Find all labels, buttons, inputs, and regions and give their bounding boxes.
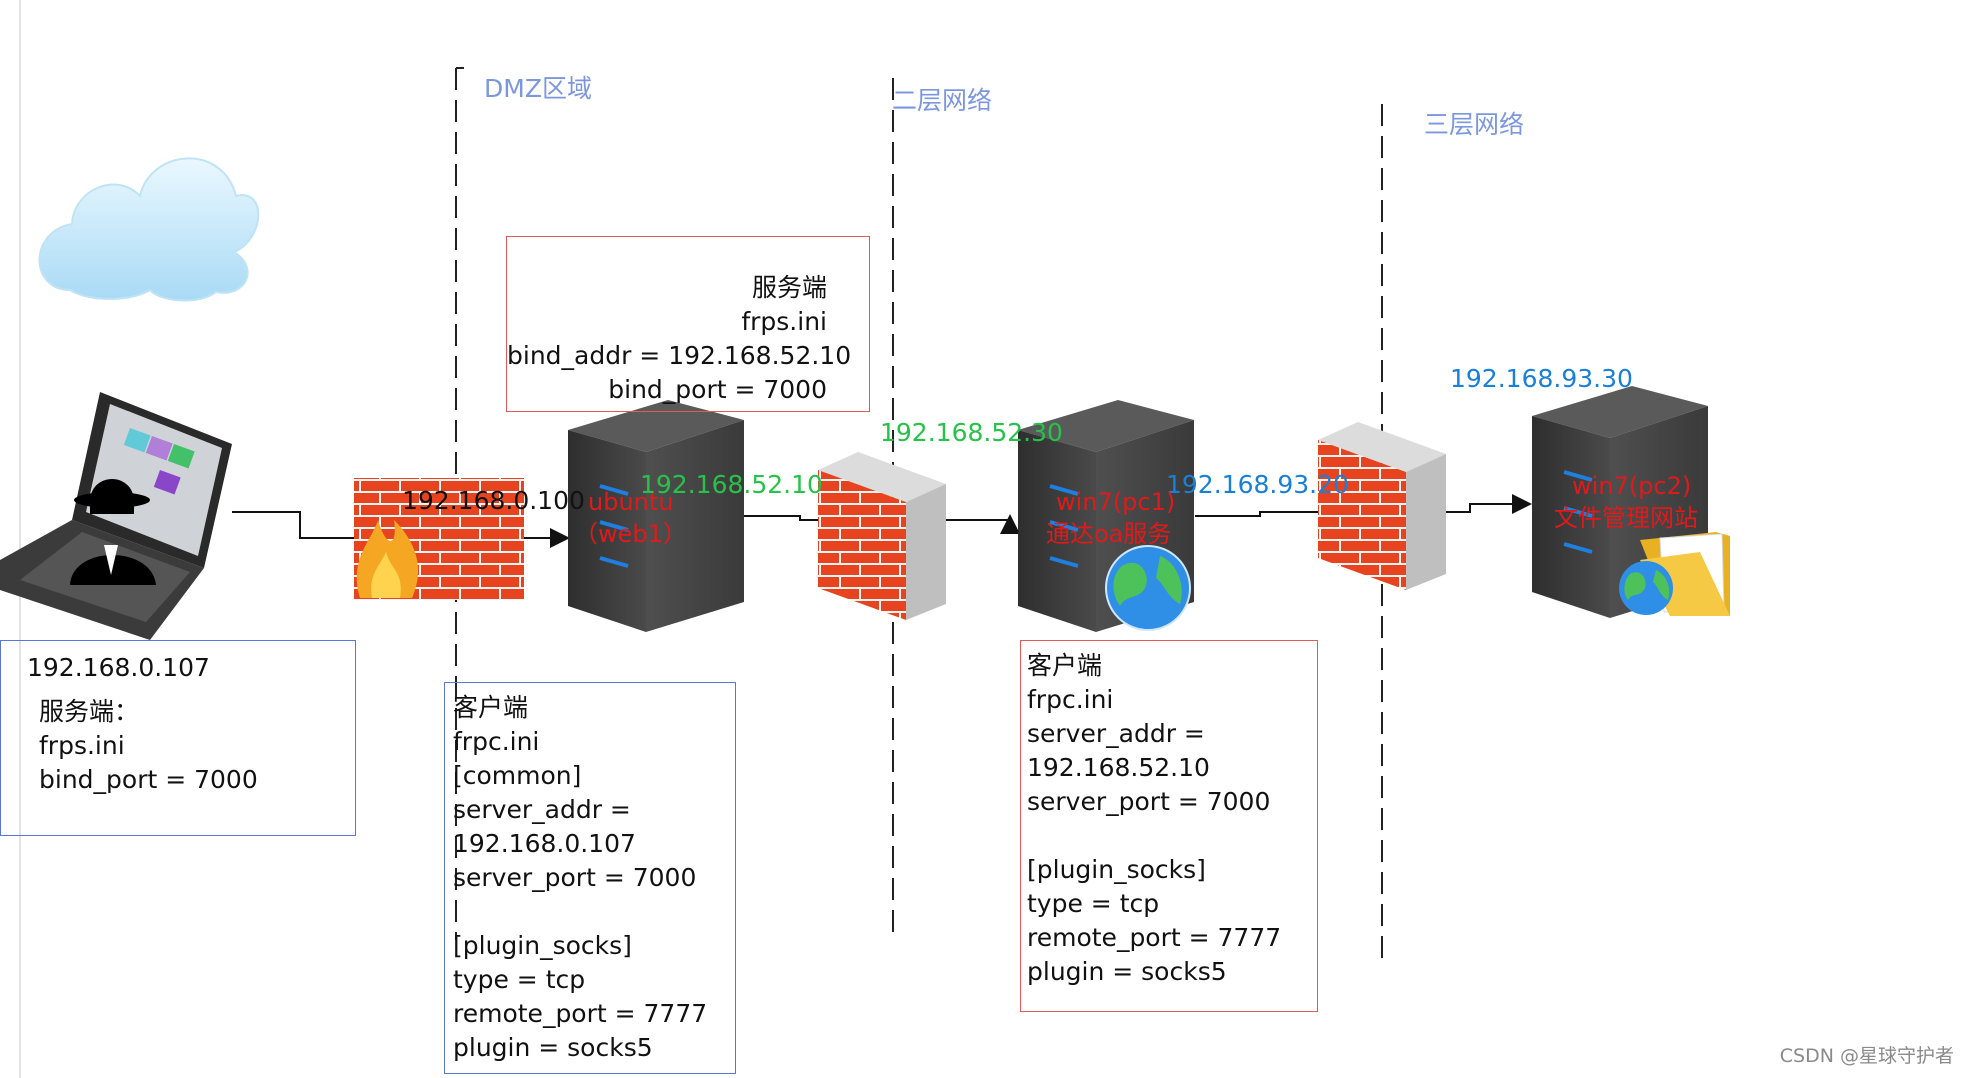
- web1-client-config-box: 客户端 frpc.ini [common] server_addr = 192.…: [444, 682, 736, 1074]
- firewall-1-icon: [354, 478, 524, 600]
- pc1-client-config-box: 客户端 frpc.ini server_addr = 192.168.52.10…: [1020, 640, 1318, 1012]
- web1-ip-left: 192.168.0.100: [402, 486, 585, 515]
- pc1-client-line: server_addr =: [1027, 719, 1205, 748]
- pc1-client-line: server_port = 7000: [1027, 787, 1271, 816]
- pc1-name: win7(pc1): [1056, 488, 1176, 516]
- web1-server-line: 服务端: [751, 273, 827, 302]
- hacker-laptop-icon: [0, 392, 232, 640]
- web1-host-label: ubuntu （web1）: [574, 486, 687, 551]
- attacker-line: 服务端：: [39, 697, 140, 726]
- firewall-2-icon: [818, 452, 946, 620]
- web1-client-line: remote_port = 7777: [453, 999, 708, 1028]
- pc1-client-line: [plugin_socks]: [1027, 855, 1206, 884]
- web1-client-line: [plugin_socks]: [453, 931, 632, 960]
- web1-client-line: server_addr =: [453, 795, 631, 824]
- pc1-client-line: plugin = socks5: [1027, 957, 1227, 986]
- pc2-role: 文件管理网站: [1554, 504, 1698, 533]
- pc1-host-label: win7(pc1) 通达oa服务: [1046, 486, 1175, 551]
- web1-client-line: 客户端: [453, 693, 529, 722]
- pc2-ip: 192.168.93.30: [1450, 364, 1633, 393]
- pc2-name: win7(pc2): [1572, 472, 1692, 500]
- pc2-host-label: win7(pc2) 文件管理网站: [1554, 470, 1698, 535]
- cloud-icon: [38, 157, 260, 302]
- web1-server-line: frps.ini: [741, 307, 827, 336]
- pc1-client-line: type = tcp: [1027, 889, 1160, 918]
- zone-label-dmz: DMZ区域: [484, 74, 592, 103]
- web1-client-line: type = tcp: [453, 965, 586, 994]
- pc1-client-line: remote_port = 7777: [1027, 923, 1282, 952]
- pc1-ip-left: 192.168.52.30: [880, 418, 1063, 447]
- web1-server-line: bind_port = 7000: [608, 375, 827, 404]
- web1-client-line: 192.168.0.107: [453, 829, 636, 858]
- web1-client-line: frpc.ini: [453, 727, 540, 756]
- pc1-role: 通达oa服务: [1046, 520, 1172, 549]
- web1-client-line: [453, 895, 735, 929]
- server-web1-icon: [568, 400, 744, 632]
- attacker-ip: 192.168.0.107: [27, 653, 210, 682]
- web1-server-line: bind_addr = 192.168.52.10: [507, 341, 852, 370]
- web1-client-line: server_port = 7000: [453, 863, 697, 892]
- pc1-client-line: 客户端: [1027, 651, 1103, 680]
- attacker-line: frps.ini: [39, 731, 125, 760]
- attacker-config-box: 192.168.0.107 服务端： frps.ini bind_port = …: [0, 640, 356, 836]
- web1-ip-right: 192.168.52.10: [640, 470, 823, 499]
- csdn-watermark: CSDN @星球守护者: [1779, 1045, 1954, 1067]
- attacker-line: bind_port = 7000: [39, 765, 258, 794]
- web1-client-line: [common]: [453, 761, 582, 790]
- pc1-client-line: [1027, 819, 1317, 853]
- web1-name: ubuntu: [588, 488, 674, 516]
- zone-label-layer3: 三层网络: [1424, 110, 1525, 139]
- pc1-client-line: 192.168.52.10: [1027, 753, 1210, 782]
- web1-role: （web1）: [574, 520, 687, 549]
- pc1-client-line: frpc.ini: [1027, 685, 1114, 714]
- firewall-3-icon: [1318, 422, 1446, 590]
- web1-client-line: plugin = socks5: [453, 1033, 653, 1062]
- globe-icon: [1105, 545, 1191, 631]
- pc1-ip-right: 192.168.93.20: [1166, 470, 1349, 499]
- globe-small-icon: [1619, 561, 1673, 615]
- zone-label-layer2: 二层网络: [892, 86, 993, 115]
- web1-server-config-box: 服务端 frps.ini bind_addr = 192.168.52.10 b…: [506, 236, 870, 412]
- link-web1-pc1: [744, 514, 1020, 534]
